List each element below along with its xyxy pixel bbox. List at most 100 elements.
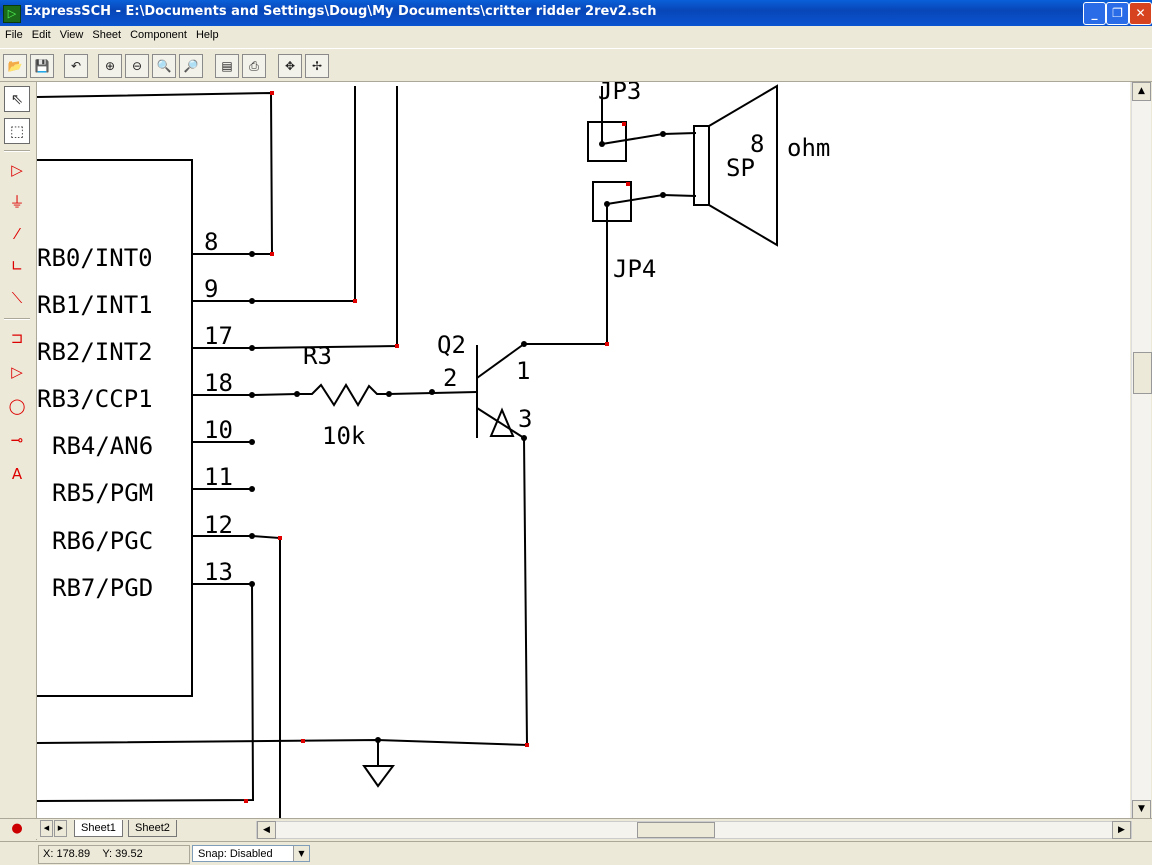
ic-body xyxy=(37,159,193,697)
corner-wire-icon[interactable]: ∟ xyxy=(10,257,24,275)
toolbar: 📂 💾 ↶ ⊕ ⊖ 🔍 🔎 ▤ ⎙ ✥ ✢ xyxy=(0,48,1152,82)
ic-pin-number: 9 xyxy=(204,275,218,303)
zoom-area-icon[interactable]: 🔍 xyxy=(152,54,176,78)
zoom-select-icon[interactable]: ⬚ xyxy=(4,118,30,144)
menu-help[interactable]: Help xyxy=(195,29,219,41)
ic-pin-label: RB2/INT2 xyxy=(37,338,153,366)
snap-label: Snap: xyxy=(198,848,227,860)
resistor-ref: R3 xyxy=(303,342,332,370)
wire[interactable] xyxy=(251,86,398,349)
cursor-y: Y: 39.52 xyxy=(102,848,143,860)
ic-pin-number: 17 xyxy=(204,322,233,350)
resistor-r3 xyxy=(297,383,389,407)
open-file-icon[interactable]: 📂 xyxy=(3,54,27,78)
close-button[interactable]: ✕ xyxy=(1129,2,1152,25)
scroll-right-button[interactable]: ▶ xyxy=(1112,821,1131,839)
snap-dropdown[interactable]: Snap: Disabled ▼ xyxy=(192,845,310,862)
properties-icon[interactable]: ▤ xyxy=(215,54,239,78)
transistor-ref: Q2 xyxy=(437,331,466,359)
speaker-unit: ohm xyxy=(787,134,830,162)
menu-view[interactable]: View xyxy=(59,29,84,41)
select-pointer-icon[interactable]: ⇖ xyxy=(4,86,30,112)
transistor-q2-emitter xyxy=(476,407,525,439)
ground-icon[interactable]: ⏚ xyxy=(9,193,25,211)
vertical-scrollbar[interactable]: ▲ ▼ xyxy=(1131,82,1152,820)
menu-file[interactable]: File xyxy=(5,29,23,41)
pin-icon[interactable]: ⊐ xyxy=(10,329,24,347)
horizontal-scrollbar[interactable]: ◀ ▶ xyxy=(256,821,1132,839)
wire[interactable] xyxy=(524,204,608,345)
wire[interactable] xyxy=(37,91,274,255)
ic-pin-label: RB1/INT1 xyxy=(37,291,153,319)
save-icon[interactable]: 💾 xyxy=(30,54,54,78)
ic-pin-number: 18 xyxy=(204,369,233,397)
speaker-value: 8 xyxy=(750,130,764,158)
palette-separator xyxy=(4,318,30,320)
menu-bar: File Edit View Sheet Component Help xyxy=(0,26,1152,46)
ic-pin-label: RB6/PGC xyxy=(52,527,153,555)
wire[interactable] xyxy=(37,583,255,802)
ic-pin-label: RB4/AN6 xyxy=(52,432,153,460)
tab-nav-next[interactable]: ▶ xyxy=(54,820,67,837)
speaker-ref: SP xyxy=(726,154,755,182)
window-title: ExpressSCH - E:\Documents and Settings\D… xyxy=(24,4,657,19)
junction-icon[interactable]: ⊸ xyxy=(10,431,24,449)
wire[interactable] xyxy=(251,535,281,820)
tab-sheet2[interactable]: Sheet2 xyxy=(128,820,177,837)
pan-auto-icon[interactable]: ✢ xyxy=(305,54,329,78)
horizontal-scroll-thumb[interactable] xyxy=(637,822,715,838)
port-icon[interactable]: ▷ xyxy=(11,363,23,381)
ic-pin-label: RB7/PGD xyxy=(52,574,153,602)
schematic-drawing[interactable]: RB0/INT0 RB1/INT1 RB2/INT2 RB3/CCP1 RB4/… xyxy=(37,82,1130,820)
print-icon[interactable]: ⎙ xyxy=(242,54,266,78)
chevron-down-icon[interactable]: ▼ xyxy=(293,846,309,861)
ic-pin-label: RB0/INT0 xyxy=(37,244,153,272)
title-bar: ▷ ExpressSCH - E:\Documents and Settings… xyxy=(0,0,1152,26)
zoom-in-icon[interactable]: ⊕ xyxy=(98,54,122,78)
wire[interactable] xyxy=(37,437,529,747)
tab-sheet1[interactable]: Sheet1 xyxy=(74,820,123,837)
ic-pin-number: 8 xyxy=(204,228,218,256)
ic-pin-number: 12 xyxy=(204,511,233,539)
speaker-sp xyxy=(693,125,710,206)
transistor-q2-collector xyxy=(476,343,525,379)
cursor-x: X: 178.89 xyxy=(43,848,91,860)
wire-icon[interactable]: ⁄ xyxy=(15,225,19,243)
circle-icon[interactable]: ◯ xyxy=(8,397,26,415)
tab-nav-prev[interactable]: ◀ xyxy=(40,820,53,837)
wire[interactable] xyxy=(606,193,697,205)
resistor-value: 10k xyxy=(322,422,366,450)
jumper-label: JP3 xyxy=(598,82,641,105)
wire[interactable] xyxy=(601,132,697,145)
vertical-scroll-thumb[interactable] xyxy=(1133,352,1152,394)
wire-endpoints xyxy=(244,91,630,803)
zoom-page-icon[interactable]: 🔎 xyxy=(179,54,203,78)
wire[interactable] xyxy=(251,393,298,396)
text-icon[interactable]: A xyxy=(11,465,23,483)
menu-edit[interactable]: Edit xyxy=(31,29,51,41)
bus-icon[interactable]: ⟍ xyxy=(11,289,23,307)
place-component-icon[interactable]: ▷ xyxy=(11,161,23,179)
snap-indicator-icon[interactable]: ● xyxy=(11,821,23,836)
tool-palette: ⇖ ⬚ ▷ ⏚ ⁄ ∟ ⟍ ⊐ ▷ ◯ ⊸ A xyxy=(0,82,37,840)
schematic-canvas[interactable]: RB0/INT0 RB1/INT1 RB2/INT2 RB3/CCP1 RB4/… xyxy=(37,82,1130,820)
cursor-coordinates: X: 178.89 Y: 39.52 xyxy=(38,845,190,864)
menu-sheet[interactable]: Sheet xyxy=(92,29,122,41)
zoom-out-icon[interactable]: ⊖ xyxy=(125,54,149,78)
transistor-pin: 3 xyxy=(518,405,532,433)
scroll-down-button[interactable]: ▼ xyxy=(1132,800,1151,819)
menu-component[interactable]: Component xyxy=(130,29,187,41)
scroll-left-button[interactable]: ◀ xyxy=(257,821,276,839)
sheet-tabs-bar: ● ◀ ▶ Sheet1 Sheet2 ◀ ▶ xyxy=(0,818,1152,839)
minimize-button[interactable]: _ xyxy=(1083,2,1106,25)
maximize-button[interactable]: ❐ xyxy=(1106,2,1129,25)
ic-pin-number: 11 xyxy=(204,463,233,491)
undo-icon[interactable]: ↶ xyxy=(64,54,88,78)
wire[interactable] xyxy=(252,86,356,302)
palette-separator xyxy=(4,150,30,152)
scroll-up-button[interactable]: ▲ xyxy=(1132,82,1151,101)
transistor-emitter-arrow xyxy=(489,407,515,437)
ic-pin-number: 10 xyxy=(204,416,233,444)
ground-symbol xyxy=(362,765,395,788)
pan-icon[interactable]: ✥ xyxy=(278,54,302,78)
